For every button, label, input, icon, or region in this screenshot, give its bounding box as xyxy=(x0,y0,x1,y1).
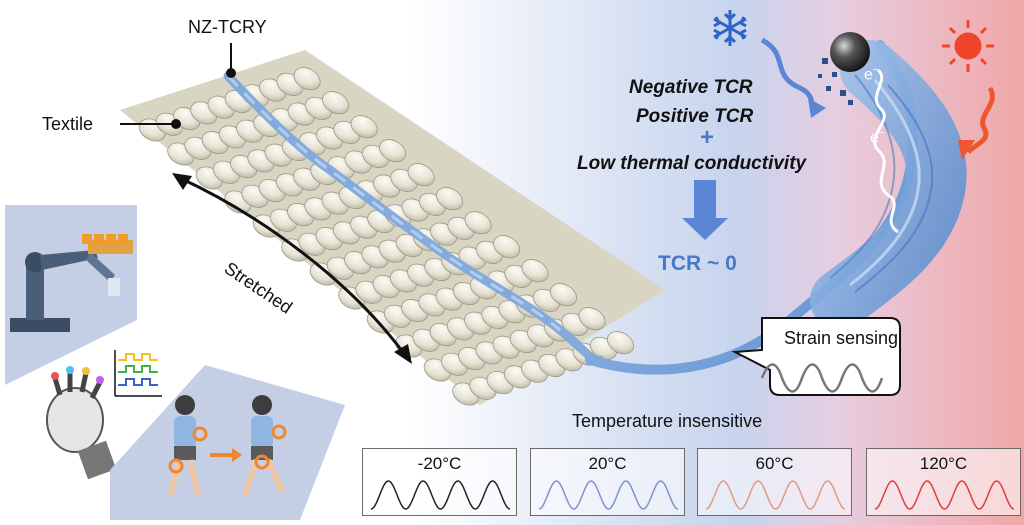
strain-wave xyxy=(760,363,884,393)
nz-tcry-label: NZ-TCRY xyxy=(188,17,267,37)
temperature-insensitive-label: Temperature insensitive xyxy=(572,411,763,431)
textile-loop xyxy=(578,307,606,331)
low-thermal-label: Low thermal conductivity xyxy=(577,153,807,174)
tcr-zero-label: TCR ~ 0 xyxy=(658,252,737,275)
wave-curve xyxy=(538,480,679,510)
wave-line xyxy=(370,480,511,510)
strain-sensing-callout xyxy=(731,317,901,396)
electron-label-1: e− xyxy=(864,65,879,84)
wave-line xyxy=(538,480,679,510)
wave-curve xyxy=(705,480,846,510)
textile-loop xyxy=(293,67,321,91)
textile-loop xyxy=(322,91,350,115)
person-walking-icon xyxy=(167,395,287,496)
textile-loop xyxy=(464,211,492,235)
textile-loop xyxy=(379,139,407,163)
temp-label: 60°C xyxy=(755,454,794,473)
nanoparticle-icon xyxy=(830,32,870,72)
temp-label: -20°C xyxy=(417,454,462,473)
wave-curve xyxy=(370,480,511,510)
temp-label: 120°C xyxy=(919,454,968,473)
electron-label-2: e− xyxy=(870,128,885,147)
textile-loop xyxy=(350,115,378,139)
textile-loop xyxy=(549,283,578,307)
positive-tcr-label: Positive TCR xyxy=(636,106,754,127)
wave-curve xyxy=(874,480,1015,510)
robot-arm-icon xyxy=(10,234,133,332)
signal-chart-icon xyxy=(114,350,162,397)
wave-line xyxy=(874,480,1015,510)
negative-tcr-label: Negative TCR xyxy=(629,77,753,98)
temp-panel: 20°C xyxy=(530,448,685,516)
application-panels xyxy=(5,205,345,520)
textile-loop xyxy=(436,187,464,211)
snowflake-icon xyxy=(713,10,747,46)
textile-sheet xyxy=(120,50,665,406)
temp-panel: 120°C xyxy=(866,448,1021,516)
temp-label: 20°C xyxy=(588,454,627,473)
textile-loop xyxy=(407,163,435,187)
temp-panel: 60°C xyxy=(697,448,852,516)
temp-panel: -20°C xyxy=(362,448,517,516)
wave-line xyxy=(705,480,846,510)
glove-icon xyxy=(46,366,117,480)
strain-sensing-label: Strain sensing xyxy=(784,328,899,348)
textile-loop xyxy=(521,259,549,283)
sun-icon xyxy=(942,20,994,72)
textile-loop xyxy=(606,331,635,355)
textile-label: Textile xyxy=(42,114,94,134)
textile-loop xyxy=(493,235,521,259)
plus-sign: + xyxy=(700,124,715,151)
